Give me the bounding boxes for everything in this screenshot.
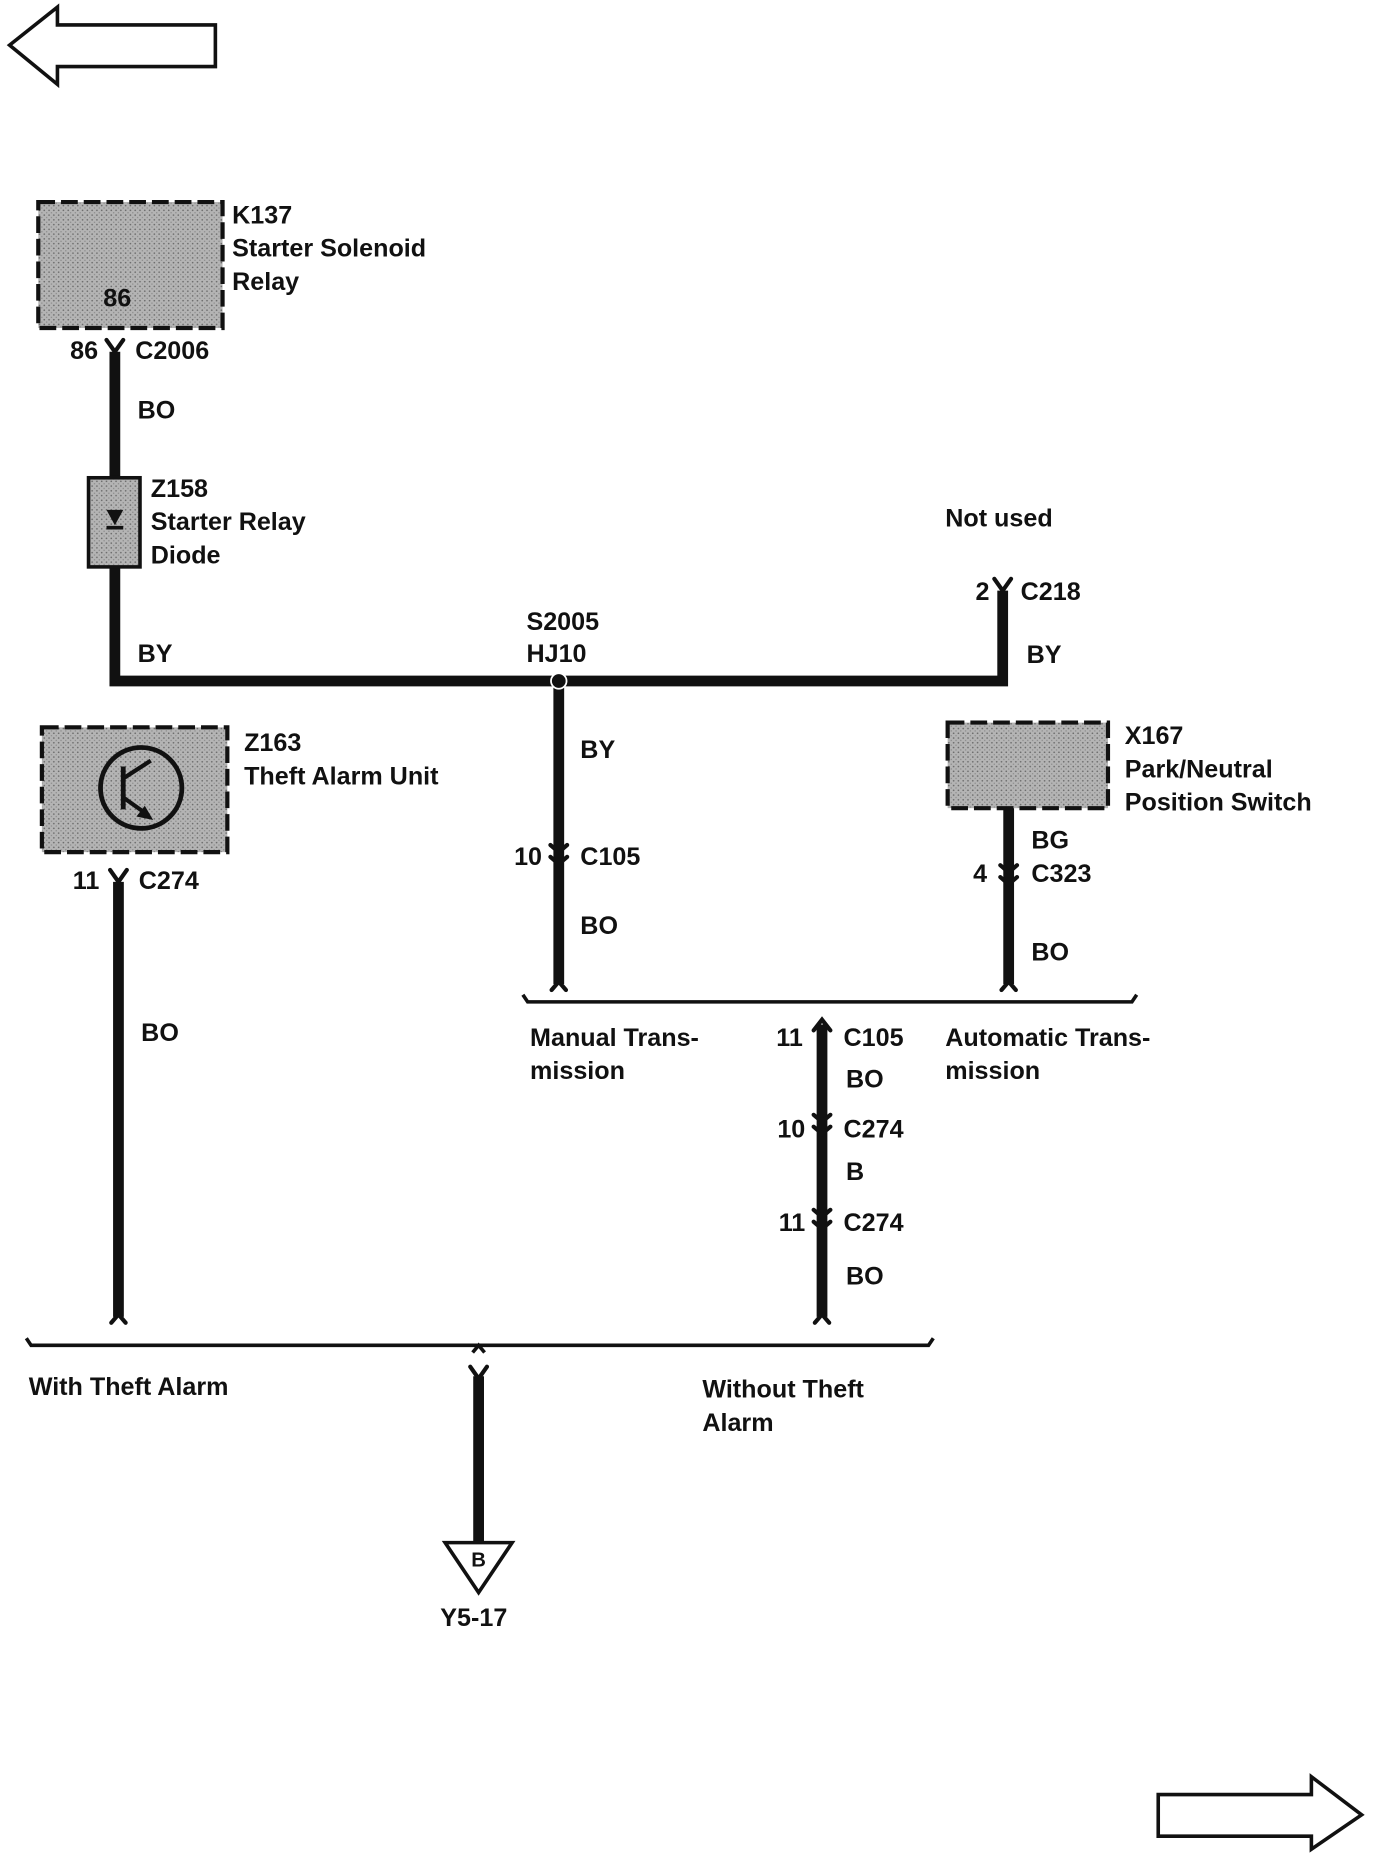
k137-name-line-1: Starter Solenoid bbox=[232, 235, 426, 263]
c323-pin: 4 bbox=[973, 860, 987, 888]
splice-location: HJ10 bbox=[526, 640, 586, 668]
wire-color-c105-option: BO bbox=[580, 912, 618, 940]
c218-connector-symbol bbox=[992, 576, 1014, 595]
transistor-icon bbox=[98, 745, 185, 831]
without-theft-option-line-1: Without Theft bbox=[702, 1376, 864, 1404]
z158-name-line-2: Diode bbox=[151, 541, 221, 569]
diode-icon bbox=[106, 509, 124, 526]
wire-color-x167-c323: BG bbox=[1031, 827, 1069, 855]
x167-switch-box bbox=[945, 720, 1111, 811]
c323-connector-symbol bbox=[998, 863, 1020, 887]
page-ref-triangle-icon bbox=[441, 1540, 516, 1596]
c274-low-pin: 11 bbox=[779, 1209, 806, 1237]
c105-manual-pin: 10 bbox=[514, 843, 542, 871]
arrow-left-outline-icon bbox=[6, 3, 218, 89]
z158-name-line-1: Starter Relay bbox=[151, 508, 306, 536]
wire-end-fork-without-theft bbox=[812, 1311, 832, 1325]
without-theft-option-line-2: Alarm bbox=[702, 1409, 773, 1437]
c105-manual-connector-symbol bbox=[548, 842, 570, 867]
c2006-connector-symbol bbox=[104, 337, 126, 356]
wire-color-z163-option: BO bbox=[141, 1019, 179, 1047]
with-theft-option: With Theft Alarm bbox=[29, 1373, 229, 1401]
wire-end-fork-manual bbox=[549, 978, 569, 993]
c105-without-connector-symbol bbox=[811, 1016, 833, 1033]
c274-low-ref: C274 bbox=[844, 1209, 904, 1237]
x167-ref: X167 bbox=[1125, 722, 1184, 750]
z163-name-line-1: Theft Alarm Unit bbox=[244, 762, 439, 790]
wire-color-z158-splice: BY bbox=[138, 640, 173, 668]
z158-ref: Z158 bbox=[151, 475, 208, 503]
c323-ref: C323 bbox=[1031, 860, 1091, 888]
wire-color-c218-splice: BY bbox=[1027, 641, 1062, 669]
c105-without-ref: C105 bbox=[844, 1024, 904, 1052]
page-ref-symbol: B bbox=[471, 1549, 486, 1571]
c105-manual-ref: C105 bbox=[580, 843, 640, 871]
k137-ref: K137 bbox=[232, 202, 292, 230]
automatic-option-line-2: mission bbox=[945, 1057, 1040, 1085]
wire-color-c274-option: BO bbox=[846, 1263, 884, 1291]
wire-color-c274-link: B bbox=[846, 1158, 864, 1186]
page-ref-connector-symbol bbox=[468, 1364, 490, 1383]
c274-mid-connector-symbol bbox=[811, 1112, 833, 1137]
c274-mid-ref: C274 bbox=[844, 1115, 904, 1143]
c274-theft-ref: C274 bbox=[139, 867, 199, 895]
theft-option-center-tick bbox=[471, 1342, 486, 1354]
x167-name-line-2: Position Switch bbox=[1125, 789, 1312, 817]
c274-theft-connector-symbol bbox=[107, 867, 129, 886]
splice-ref: S2005 bbox=[526, 608, 599, 636]
wire-end-fork-automatic bbox=[999, 978, 1018, 993]
wire-color-k137-z158: BO bbox=[138, 396, 176, 424]
k137-name-line-2: Relay bbox=[232, 268, 299, 296]
c274-theft-pin: 11 bbox=[73, 867, 100, 895]
wire-color-c323-option: BO bbox=[1031, 938, 1069, 966]
transmission-option-bracket bbox=[521, 993, 1139, 1004]
c2006-ref: C2006 bbox=[135, 337, 209, 365]
page-ref-target: Y5-17 bbox=[440, 1604, 507, 1632]
c2006-pin: 86 bbox=[70, 337, 98, 365]
x167-name-line-1: Park/Neutral bbox=[1125, 755, 1273, 783]
manual-option-line-2: mission bbox=[530, 1057, 625, 1085]
c274-low-connector-symbol bbox=[811, 1207, 833, 1232]
c274-mid-pin: 10 bbox=[777, 1115, 805, 1143]
wire-color-c105-c274: BO bbox=[846, 1066, 884, 1094]
z163-ref: Z163 bbox=[244, 729, 301, 757]
wire-color-splice-c105: BY bbox=[580, 736, 615, 764]
k137-relay-box bbox=[36, 199, 225, 331]
k137-inner-pin: 86 bbox=[103, 285, 131, 313]
not-used-note: Not used bbox=[945, 505, 1052, 533]
automatic-option-line-1: Automatic Trans- bbox=[945, 1024, 1150, 1052]
c105-without-pin: 11 bbox=[776, 1024, 803, 1052]
wire-end-fork-with-theft bbox=[109, 1311, 128, 1325]
c218-pin: 2 bbox=[976, 578, 990, 606]
manual-option-line-1: Manual Trans- bbox=[530, 1024, 699, 1052]
splice-s2005-dot bbox=[550, 672, 568, 690]
c218-ref: C218 bbox=[1021, 578, 1081, 606]
arrow-right-outline-icon bbox=[1156, 1773, 1365, 1853]
